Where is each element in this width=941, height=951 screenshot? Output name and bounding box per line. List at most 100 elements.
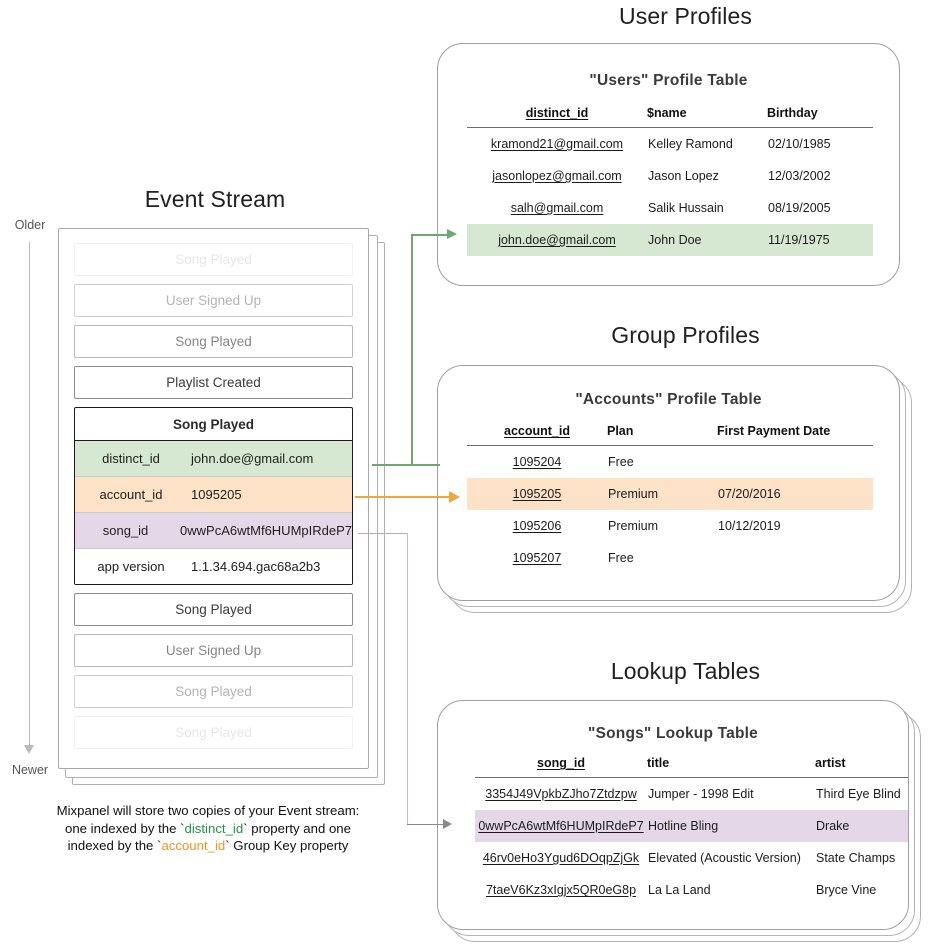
users-table-cell: Kelley Ramond <box>648 137 733 151</box>
songs-table-cell: Jumper - 1998 Edit <box>648 787 754 801</box>
event-property-row: app version 1.1.34.694.gac68a2b3 <box>75 549 352 584</box>
songs-table-title: "Songs" Lookup Table <box>588 725 758 742</box>
event-row[interactable]: Song Played <box>74 675 353 708</box>
event-property-value: 0wwPcA6wtMf6HUMpIRdeP7 <box>180 523 352 538</box>
users-table-cell: 08/19/2005 <box>768 201 831 215</box>
caption-line-3-a: indexed by the ` <box>67 838 162 853</box>
accounts-table-cell <box>717 446 873 479</box>
songs-table-cell: Elevated (Acoustic Version) <box>648 851 801 865</box>
accounts-table-cell: 1095205 <box>467 478 607 510</box>
songs-table-cell: Bryce Vine <box>816 883 877 897</box>
timeline-axis: Older Newer <box>0 218 60 783</box>
caption-account-id-key: account_id <box>161 838 226 853</box>
users-table-row[interactable]: salh@gmail.com Salik Hussain 08/19/2005 <box>467 192 873 224</box>
accounts-table-column-header: account_id <box>467 424 607 446</box>
caption-distinct-id-key: distinct_id <box>184 820 244 836</box>
lookup-tables-heading: Lookup Tables <box>610 658 761 684</box>
users-table-cell: John Doe <box>647 224 767 256</box>
event-property-value: 1095205 <box>191 487 242 502</box>
accounts-table-cell: Free <box>608 551 634 565</box>
stream-caption: Mixpanel will store two copies of your E… <box>22 802 394 855</box>
event-row[interactable]: Song Played <box>74 593 353 626</box>
event-property-key: app version <box>97 559 165 574</box>
accounts-table-cell: 10/12/2019 <box>718 519 781 533</box>
songs-table-cell: Drake <box>815 810 908 842</box>
expanded-event-title: Song Played <box>75 408 352 441</box>
timeline-newer-label: Newer <box>11 763 49 777</box>
users-table-cell: 11/19/1975 <box>767 224 873 256</box>
users-table-column-header: $name <box>647 106 767 128</box>
caption-line-2-b: ` property and one <box>243 820 351 836</box>
caption-line-1: Mixpanel will store two copies of your E… <box>56 803 360 818</box>
songs-table-cell: State Champs <box>816 851 896 865</box>
users-table-cell: kramond21@gmail.com <box>490 137 624 151</box>
event-row[interactable]: Song Played <box>74 716 353 749</box>
users-table-column-header: Birthday <box>767 106 873 128</box>
accounts-table-cell: 1095207 <box>512 551 562 565</box>
songs-table-cell: Third Eye Blind <box>816 787 901 801</box>
event-row-label: User Signed Up <box>165 643 262 658</box>
songs-table-column-header: title <box>647 756 815 778</box>
event-row-label: User Signed Up <box>165 293 262 308</box>
users-table-title: "Users" Profile Table <box>589 72 748 89</box>
event-row[interactable]: Song Played <box>74 243 353 276</box>
event-row[interactable]: User Signed Up <box>74 284 353 317</box>
event-row-label: Song Played <box>175 725 252 740</box>
timeline-arrow-icon <box>24 745 34 754</box>
users-table-cell: Salik Hussain <box>648 201 724 215</box>
users-table-cell: salh@gmail.com <box>510 201 604 215</box>
caption-line-3: indexed by the `account_id` Group Key pr… <box>22 837 394 855</box>
accounts-table-cell: Premium <box>608 519 659 533</box>
event-row[interactable]: User Signed Up <box>74 634 353 667</box>
timeline-older-label: Older <box>14 218 46 232</box>
caption-line-2: one indexed by the `distinct_id` propert… <box>22 820 394 838</box>
group-profiles-heading: Group Profiles <box>611 322 760 348</box>
accounts-table-column-header: First Payment Date <box>717 424 873 446</box>
songs-table-column-header: song_id <box>475 756 647 778</box>
event-row-label: Playlist Created <box>166 375 261 390</box>
event-row-label: Song Played <box>175 252 252 267</box>
accounts-table-cell: Premium <box>607 478 717 510</box>
songs-table-cell: La La Land <box>648 883 711 897</box>
event-property-key: distinct_id <box>102 451 160 466</box>
event-row[interactable]: Song Played <box>74 325 353 358</box>
users-table-cell: 02/10/1985 <box>768 137 831 151</box>
event-row-label: Song Played <box>175 334 252 349</box>
event-property-value: 1.1.34.694.gac68a2b3 <box>191 559 321 574</box>
timeline-line <box>29 242 30 750</box>
accounts-table-cell: Free <box>608 455 634 469</box>
songs-table-column-header: artist <box>815 756 908 778</box>
accounts-table-title: "Accounts" Profile Table <box>575 391 762 408</box>
accounts-table-row[interactable]: 1095207 Free <box>467 542 873 574</box>
event-row-label: Song Played <box>175 602 252 617</box>
users-table-row[interactable]: kramond21@gmail.com Kelley Ramond 02/10/19… <box>467 128 873 161</box>
users-table-cell: john.doe@gmail.com <box>467 224 647 256</box>
accounts-table-cell: 07/20/2016 <box>717 478 873 510</box>
event-stream-heading: Event Stream <box>144 186 286 212</box>
event-row[interactable]: Playlist Created <box>74 366 353 399</box>
